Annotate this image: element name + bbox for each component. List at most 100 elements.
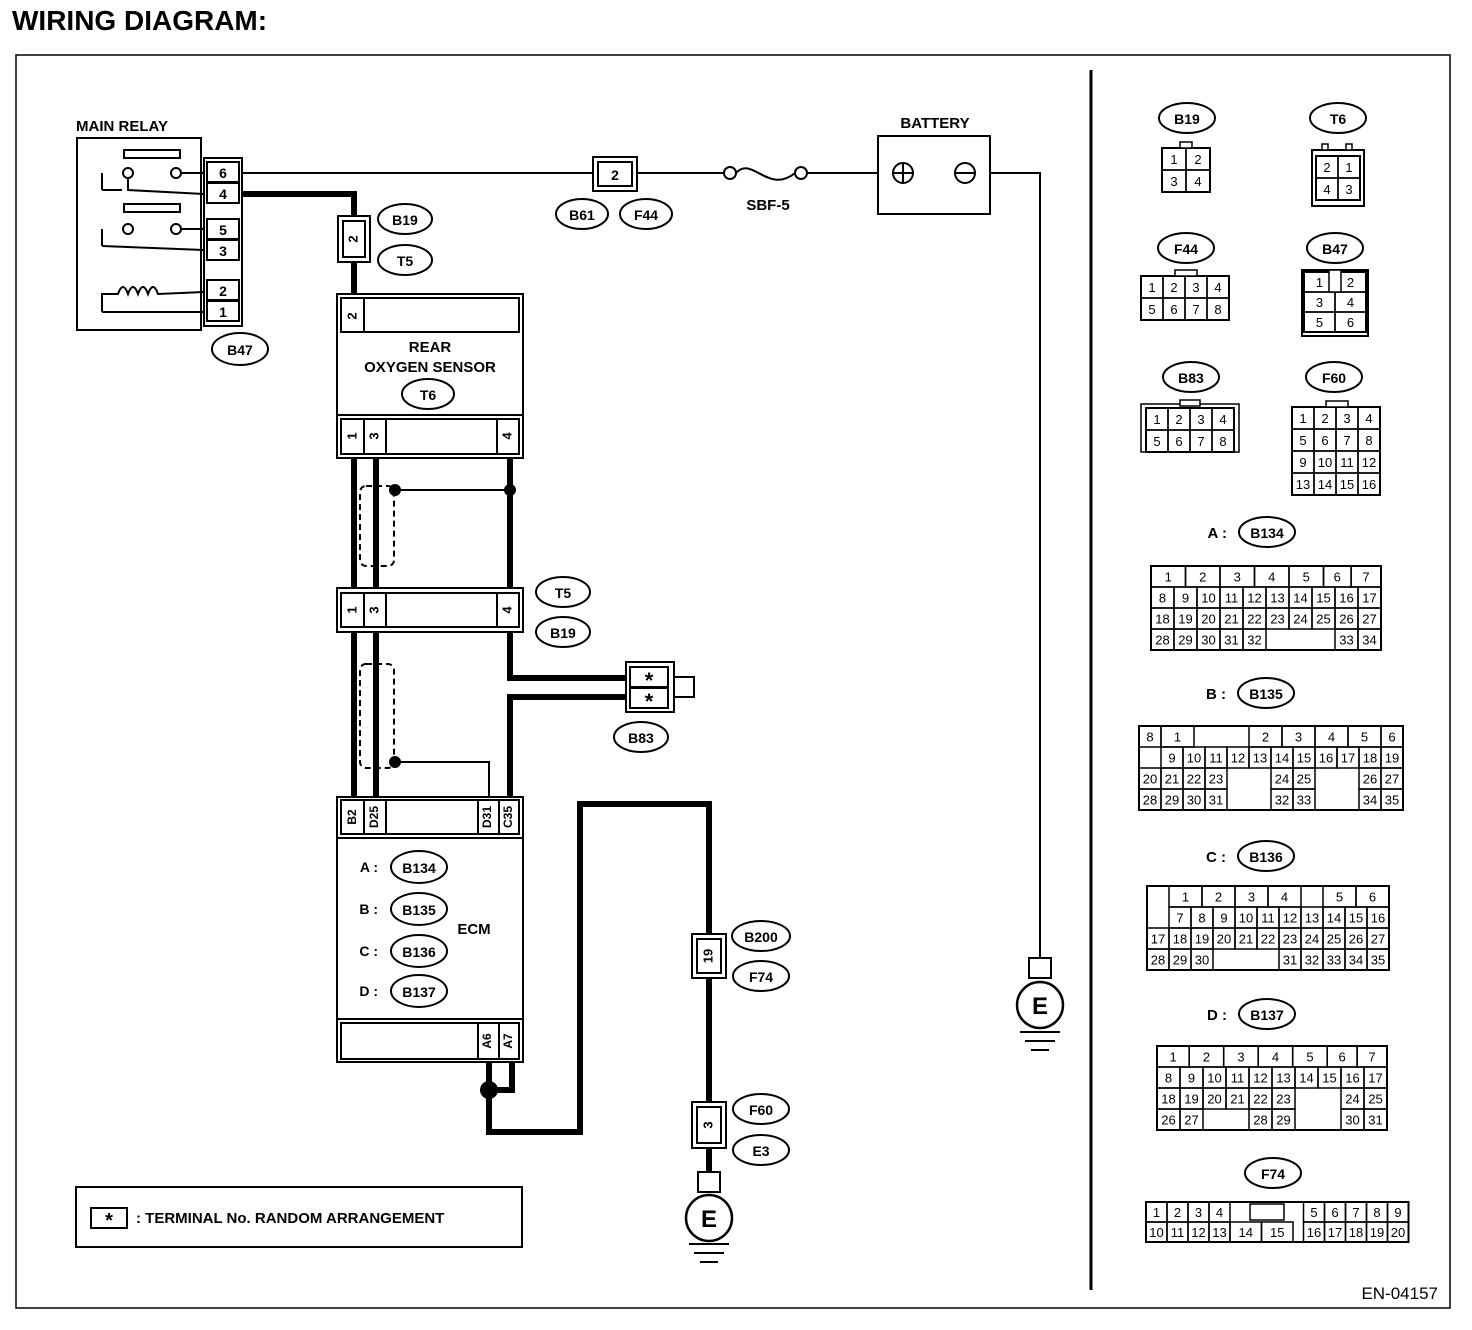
b-b135-pin: 18 xyxy=(1363,751,1377,766)
svg-text:SBF-5: SBF-5 xyxy=(746,197,789,214)
b-b135-pin: 2 xyxy=(1262,730,1269,745)
c-b136-pin: 16 xyxy=(1371,911,1385,926)
b-b135-pin: 31 xyxy=(1209,793,1223,808)
c-b136-pin: 12 xyxy=(1283,911,1297,926)
b19-pin: 1 xyxy=(1170,152,1177,167)
a-b134-pin: 14 xyxy=(1293,591,1307,606)
f60-pin: 9 xyxy=(1299,455,1306,470)
svg-text:4: 4 xyxy=(499,432,514,440)
c-b136-prefix: C : xyxy=(1206,849,1226,866)
svg-text:3: 3 xyxy=(700,1121,715,1128)
b83-pin: 5 xyxy=(1153,434,1160,449)
b-b135-pin: 10 xyxy=(1187,751,1201,766)
svg-text:A6: A6 xyxy=(480,1033,494,1049)
b83-pin: 6 xyxy=(1175,434,1182,449)
c-b136-pin: 5 xyxy=(1336,890,1343,905)
a-b134-header: A :B134 xyxy=(1208,516,1296,548)
a-b134-pin: 16 xyxy=(1339,591,1353,606)
ground-left: E xyxy=(684,1171,734,1263)
b-b135-pin: 23 xyxy=(1209,772,1223,787)
a-b134-pin: 33 xyxy=(1339,633,1353,648)
svg-text:B61: B61 xyxy=(569,207,595,223)
f60-pin: 3 xyxy=(1343,411,1350,426)
b83-pin: 3 xyxy=(1197,412,1204,427)
b19-pin: 3 xyxy=(1170,174,1177,189)
b-b135-pin: 32 xyxy=(1275,793,1289,808)
b-b135-pin: 27 xyxy=(1385,772,1399,787)
svg-text:19: 19 xyxy=(700,949,715,963)
f74-pin: 4 xyxy=(1216,1205,1223,1220)
a-b134-pin: 28 xyxy=(1155,633,1169,648)
a-b134-prefix: A : xyxy=(1208,525,1227,542)
a-b134-pin: 21 xyxy=(1224,612,1238,627)
svg-text:2: 2 xyxy=(219,283,227,299)
t6-inner-pin: 1 xyxy=(1345,160,1352,175)
svg-text:4: 4 xyxy=(499,606,514,614)
svg-text:5: 5 xyxy=(219,222,227,238)
d-b137-pin: 31 xyxy=(1368,1113,1382,1128)
f74-pin: 6 xyxy=(1331,1205,1338,1220)
d-b137-pin: 14 xyxy=(1299,1071,1313,1086)
svg-text:1: 1 xyxy=(219,304,227,320)
f60-pin: 2 xyxy=(1321,411,1328,426)
d-b137-pin: 7 xyxy=(1368,1050,1375,1065)
f60-pin: 14 xyxy=(1318,477,1332,492)
svg-text:A7: A7 xyxy=(501,1033,515,1049)
d-b137-pin: 27 xyxy=(1184,1113,1198,1128)
b47-inner-pin: 2 xyxy=(1347,275,1354,290)
b47-id: B47 xyxy=(1322,241,1348,257)
b83-pin: 4 xyxy=(1219,412,1226,427)
d-b137-pin: 8 xyxy=(1165,1071,1172,1086)
c-b136-pin: 24 xyxy=(1305,932,1319,947)
svg-text:REAR: REAR xyxy=(409,339,452,356)
c-b136-pin: 25 xyxy=(1327,932,1341,947)
b-b135-pin: 21 xyxy=(1165,772,1179,787)
svg-text:1: 1 xyxy=(344,432,359,439)
f60-pin: 15 xyxy=(1340,477,1354,492)
svg-text:3: 3 xyxy=(219,243,227,259)
d-b137-pin: 15 xyxy=(1322,1071,1336,1086)
a-b134-pin: 1 xyxy=(1165,570,1172,585)
d-b137-pin: 12 xyxy=(1253,1071,1267,1086)
b-b135-pin: 25 xyxy=(1297,772,1311,787)
connector-f60-e3: 3 F60 E3 xyxy=(691,1093,790,1166)
fuse-sbf5: SBF-5 xyxy=(723,166,808,214)
f60-pin: 11 xyxy=(1340,455,1354,470)
b-b135-prefix: B : xyxy=(1206,686,1226,703)
b-b135-pin: 16 xyxy=(1319,751,1333,766)
c-b136-pin: 10 xyxy=(1239,911,1253,926)
svg-text:3: 3 xyxy=(366,432,381,439)
svg-text:F74: F74 xyxy=(749,969,773,985)
a-b134-pin: 22 xyxy=(1247,612,1261,627)
f60-id: F60 xyxy=(1322,370,1346,386)
f74-pin: 8 xyxy=(1373,1205,1380,1220)
c-b136-pin: 26 xyxy=(1349,932,1363,947)
b-b135-pin: 22 xyxy=(1187,772,1201,787)
a-b134-pin: 34 xyxy=(1362,633,1376,648)
svg-text:B83: B83 xyxy=(628,730,654,746)
f74-pin: 10 xyxy=(1149,1225,1163,1240)
d-b137-pin: 9 xyxy=(1188,1071,1195,1086)
f60-pin: 13 xyxy=(1296,477,1310,492)
a-b134-pin: 23 xyxy=(1270,612,1284,627)
ecm: B2 D25 D31 C35 A6 A7 ECM A : B134 B : B1… xyxy=(336,796,524,1063)
d-b137-pin: 16 xyxy=(1345,1071,1359,1086)
f74-pin: 18 xyxy=(1349,1225,1363,1240)
svg-text:OXYGEN SENSOR: OXYGEN SENSOR xyxy=(364,359,496,376)
a-b134-pin: 25 xyxy=(1316,612,1330,627)
c-b136-pin: 9 xyxy=(1220,911,1227,926)
d-b137-pin: 11 xyxy=(1231,1071,1245,1086)
svg-text:BATTERY: BATTERY xyxy=(900,115,969,132)
a-b134-pin: 20 xyxy=(1201,612,1215,627)
f74-pin: 12 xyxy=(1191,1225,1205,1240)
svg-text:2: 2 xyxy=(344,312,359,319)
c-b136-pin: 7 xyxy=(1176,911,1183,926)
main-relay-label: MAIN RELAY xyxy=(76,118,168,135)
c-b136-pin: 14 xyxy=(1327,911,1341,926)
d-b137-pin: 20 xyxy=(1207,1092,1221,1107)
a-b134-pin: 6 xyxy=(1334,570,1341,585)
b-b135-pin: 3 xyxy=(1295,730,1302,745)
c-b136-pin: 20 xyxy=(1217,932,1231,947)
